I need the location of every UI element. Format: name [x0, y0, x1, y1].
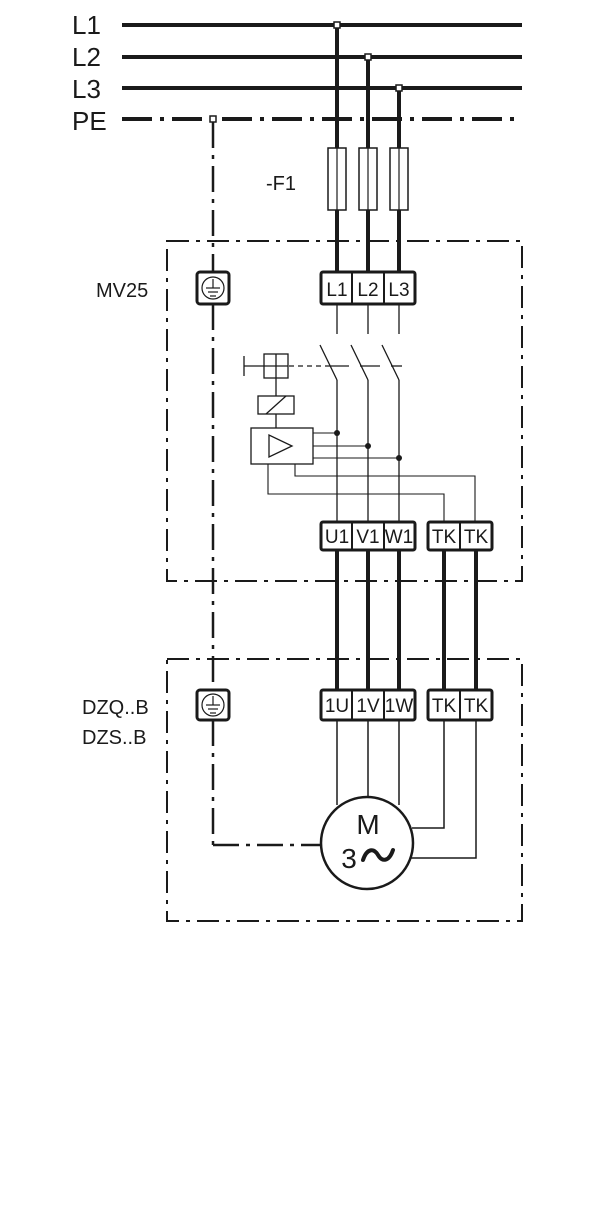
main-contacts: [280, 304, 402, 522]
terminal-1w: 1W: [385, 696, 414, 717]
overload-relay: [250, 427, 314, 465]
starter-earth-terminal: [195, 270, 231, 306]
motor-unit-label-2: DZS..B: [82, 727, 146, 749]
supply-label-l2: L2: [72, 42, 101, 72]
terminal-l1: L1: [326, 280, 347, 301]
fuse-elements: [336, 148, 400, 210]
earth-icon: [206, 696, 220, 714]
motor-phase: 3: [341, 843, 357, 874]
terminal-v1: V1: [356, 527, 379, 548]
motor-symbol: M 3: [319, 795, 415, 891]
terminal-1u: 1U: [325, 696, 349, 717]
terminal-w1: W1: [385, 527, 414, 548]
motor-wiring: [336, 720, 477, 859]
motor-letter: M: [356, 809, 379, 840]
motor-earth-terminal: [195, 688, 231, 722]
trip-coil: [257, 395, 295, 428]
earth-icon: [206, 279, 220, 297]
terminal-l2: L2: [357, 280, 378, 301]
starter-label: MV25: [96, 280, 148, 302]
fuse-label: -F1: [266, 173, 296, 195]
phase-feeds: [335, 28, 401, 148]
junction-l3: [395, 84, 403, 92]
manual-operator: [243, 353, 289, 396]
junction-l2: [364, 53, 372, 61]
motor-terminals: 1U 1V 1W TK TK: [319, 688, 494, 722]
starter-input-terminals: L1 L2 L3: [319, 270, 417, 306]
motor-cable: [335, 550, 478, 690]
motor-enclosure: [166, 658, 523, 922]
junction-pe: [209, 115, 217, 123]
supply-label-l3: L3: [72, 74, 101, 104]
terminal-tk-a: TK: [432, 527, 457, 548]
terminal-tk-b: TK: [464, 527, 489, 548]
supply-label-l1: L1: [72, 10, 101, 40]
ac-wave-icon: [361, 848, 395, 862]
supply-bus: [122, 23, 522, 121]
terminal-1v: 1V: [356, 696, 380, 717]
amplifier-icon: [268, 433, 294, 459]
sensing-wires: [267, 432, 476, 522]
terminal-l3: L3: [388, 280, 409, 301]
starter-output-terminals: U1 V1 W1 TK TK: [319, 520, 494, 552]
sense-junctions: [334, 430, 402, 461]
terminal-tk-c: TK: [432, 696, 457, 717]
bus-junctions: [209, 21, 403, 123]
terminal-u1: U1: [325, 527, 349, 548]
terminal-tk-d: TK: [464, 696, 489, 717]
motor-circle: [319, 795, 415, 891]
supply-label-pe: PE: [72, 106, 107, 136]
motor-unit-label-1: DZQ..B: [82, 697, 149, 719]
starter-enclosure: [166, 240, 523, 582]
junction-l1: [333, 21, 341, 29]
